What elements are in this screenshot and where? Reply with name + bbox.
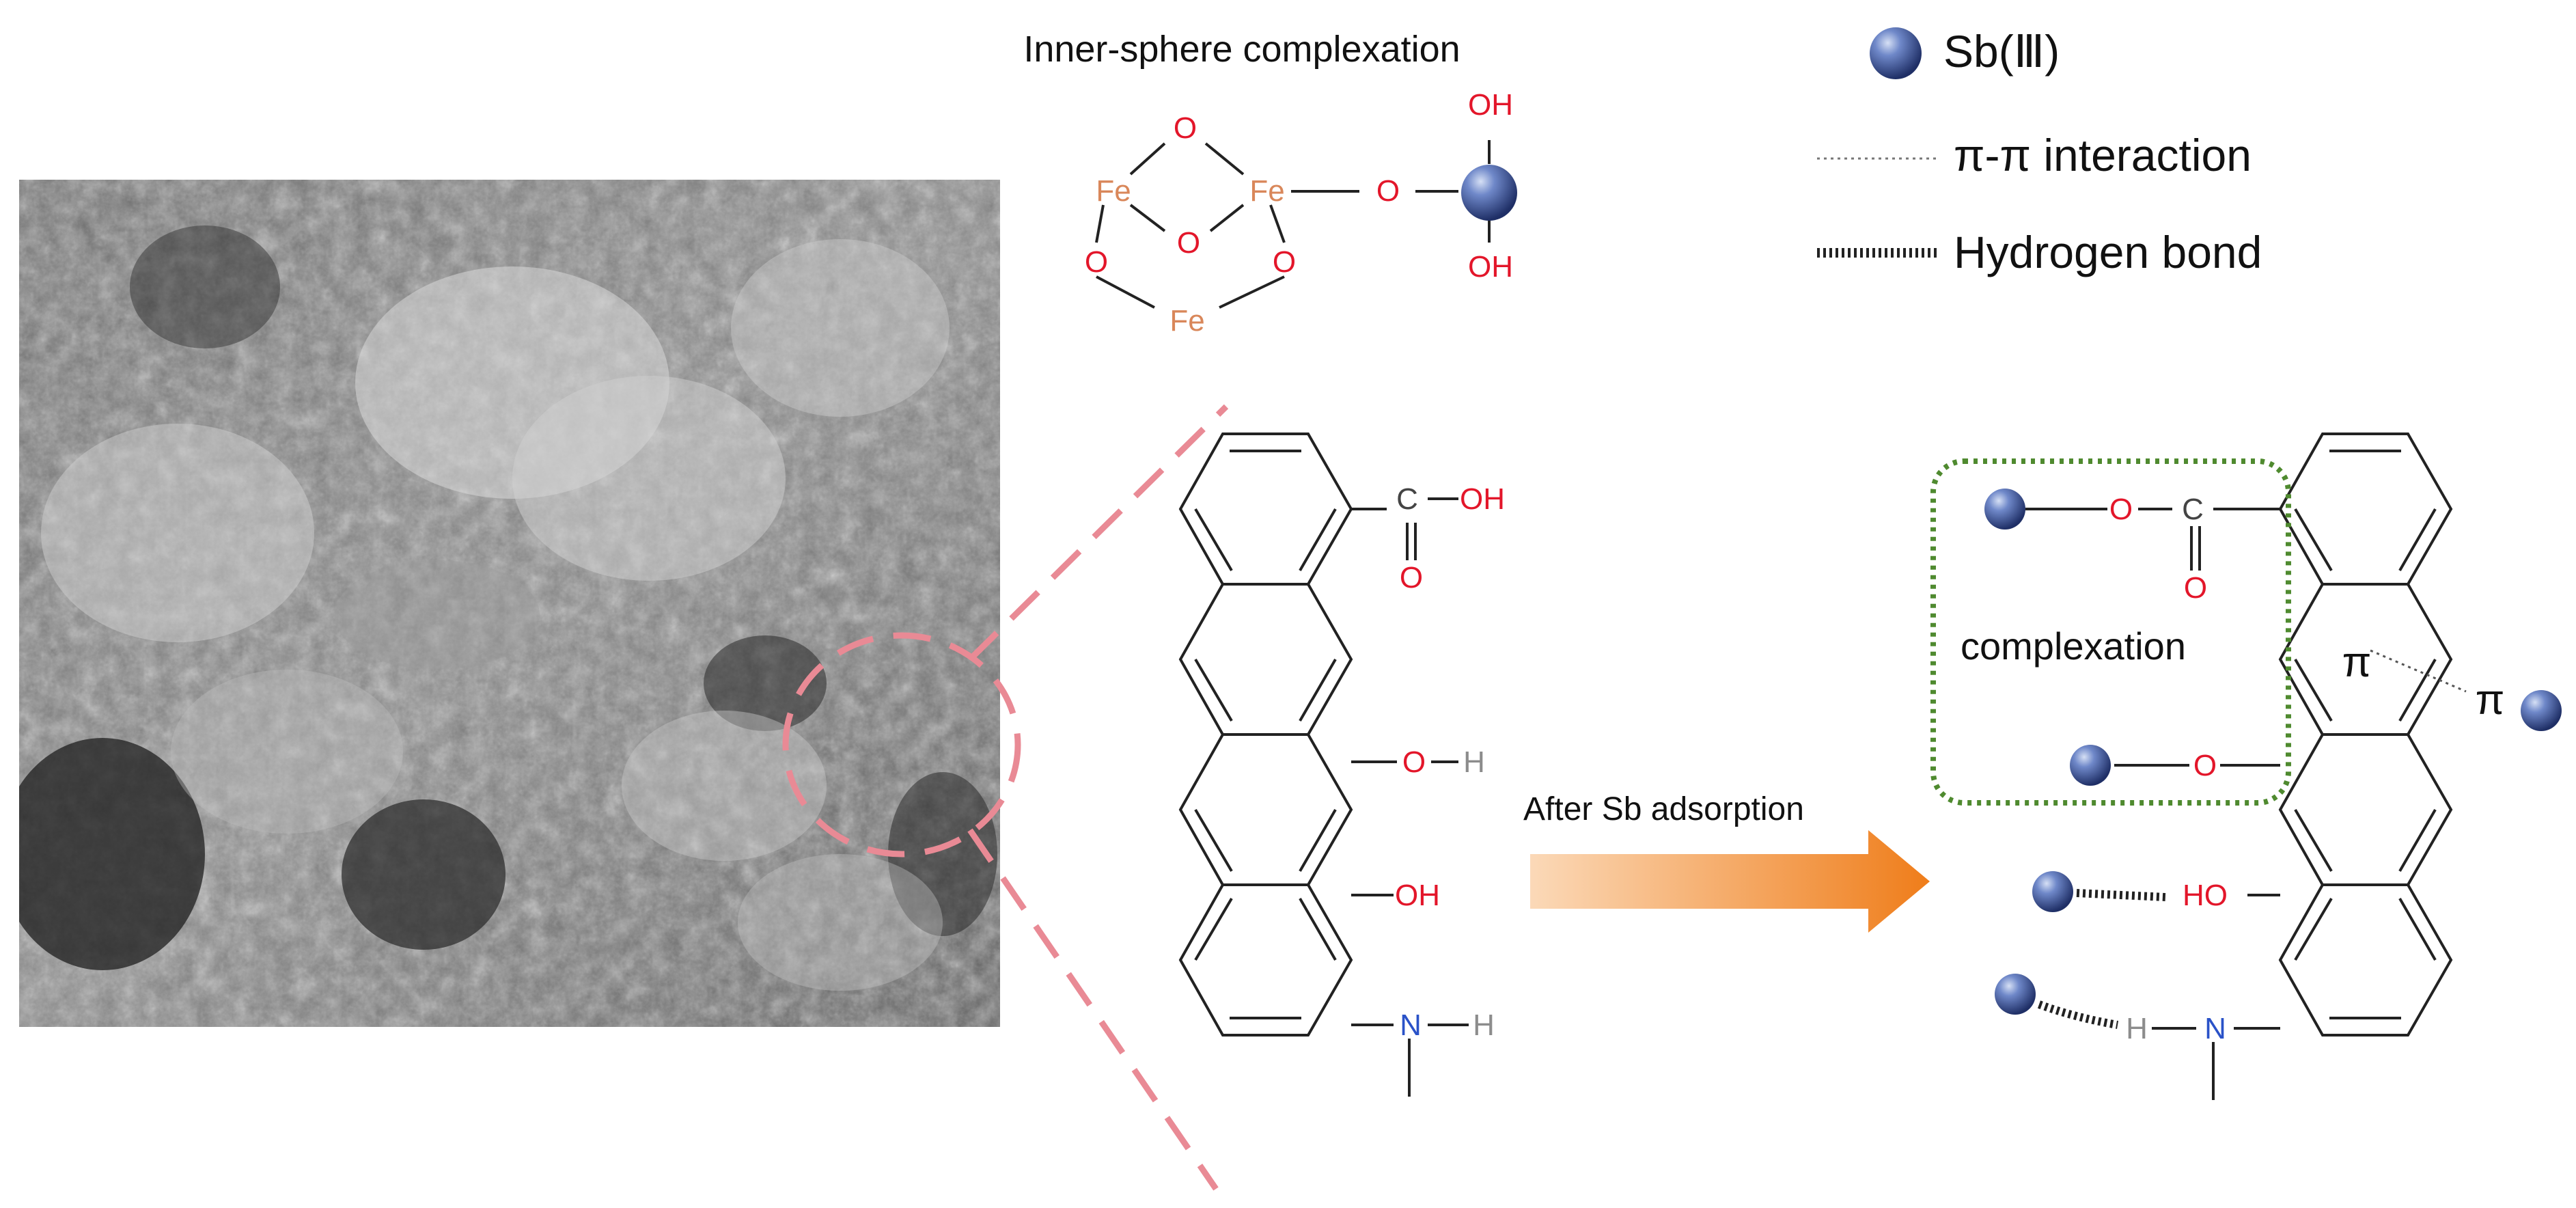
pi-label-sb: π xyxy=(2476,676,2505,724)
phenol-hydrogen: H xyxy=(1463,745,1485,779)
carbonyl-carbon: C xyxy=(2182,493,2204,526)
amine-nitrogen: N xyxy=(1400,1008,1422,1042)
inner-sphere-title: Inner-sphere complexation xyxy=(1023,29,1460,70)
arrow-right-icon xyxy=(1530,830,1930,933)
zoom-indicator xyxy=(782,404,1229,1191)
fe-cluster-oxygen: O xyxy=(1174,111,1197,145)
sem-micrograph xyxy=(19,180,1000,1027)
arrow-label: After Sb adsorption xyxy=(1523,791,1804,827)
complexation-label: complexation xyxy=(1961,624,2186,668)
amine-hydrogen: H xyxy=(1473,1008,1495,1042)
sb-sphere-icon xyxy=(1461,165,1517,221)
phenolate-oxygen: O xyxy=(2193,749,2217,782)
fe-cluster-oxygen: O xyxy=(1085,245,1108,279)
carboxyl-hydroxyl: OH xyxy=(1460,482,1505,516)
hydroxyl-top: OH xyxy=(1468,88,1513,122)
sb-sphere-icon xyxy=(1995,974,2036,1015)
hydrogen-bond-line xyxy=(2076,889,2166,901)
amine-nitrogen: N xyxy=(2204,1012,2226,1045)
fe-atom: Fe xyxy=(1096,174,1131,208)
legend-hbond-label: Hydrogen bond xyxy=(1954,227,2262,277)
fe-cluster-oxygen: O xyxy=(1273,245,1296,279)
zoom-line-bottom xyxy=(967,828,1219,1191)
carboxylate-oxygen: O xyxy=(2109,493,2133,526)
legend: Sb(Ⅲ) π-π interaction Hydrogen bond xyxy=(1817,26,2262,277)
inner-sphere-complexation: Inner-sphere complexation O Fe Fe O O O … xyxy=(1023,29,1517,338)
sb-sphere-icon xyxy=(1870,27,1922,79)
legend-sb-label: Sb(Ⅲ) xyxy=(1943,26,2060,77)
bridging-oxygen: O xyxy=(1376,174,1400,208)
legend-pi-label: π-π interaction xyxy=(1954,130,2252,180)
fe-atom: Fe xyxy=(1249,174,1284,208)
molecule-before: C OH O O H OH N H xyxy=(1178,433,1505,1097)
sb-sphere-icon xyxy=(1984,489,2025,530)
carbonyl-carbon: C xyxy=(1396,482,1418,516)
carbonyl-oxygen: O xyxy=(1400,561,1423,594)
fe-cluster-oxygen: O xyxy=(1177,226,1200,260)
hydroxyl-group: OH xyxy=(1395,879,1440,912)
hydrogen-bond-line xyxy=(2037,1000,2118,1029)
pi-label-ring: π xyxy=(2342,639,2372,686)
amine-hydrogen: H xyxy=(2126,1012,2148,1045)
pi-interaction-line xyxy=(2370,649,2467,693)
hydroxyl-bottom: OH xyxy=(1468,250,1513,284)
sb-sphere-icon xyxy=(2070,745,2111,786)
sb-sphere-icon xyxy=(2521,690,2562,731)
molecule-after: complexation O C O O HO H N π π xyxy=(1930,433,2562,1100)
complexation-box xyxy=(1930,458,2291,806)
zoom-circle xyxy=(782,632,1021,857)
carbonyl-oxygen: O xyxy=(2184,571,2207,605)
sb-sphere-icon xyxy=(2032,871,2073,912)
hydroxyl-group: HO xyxy=(2183,879,2228,912)
phenol-oxygen: O xyxy=(1402,745,1426,779)
zoom-line-top xyxy=(967,404,1229,662)
fe-atom: Fe xyxy=(1169,304,1204,338)
adsorption-arrow: After Sb adsorption xyxy=(1523,791,1930,933)
